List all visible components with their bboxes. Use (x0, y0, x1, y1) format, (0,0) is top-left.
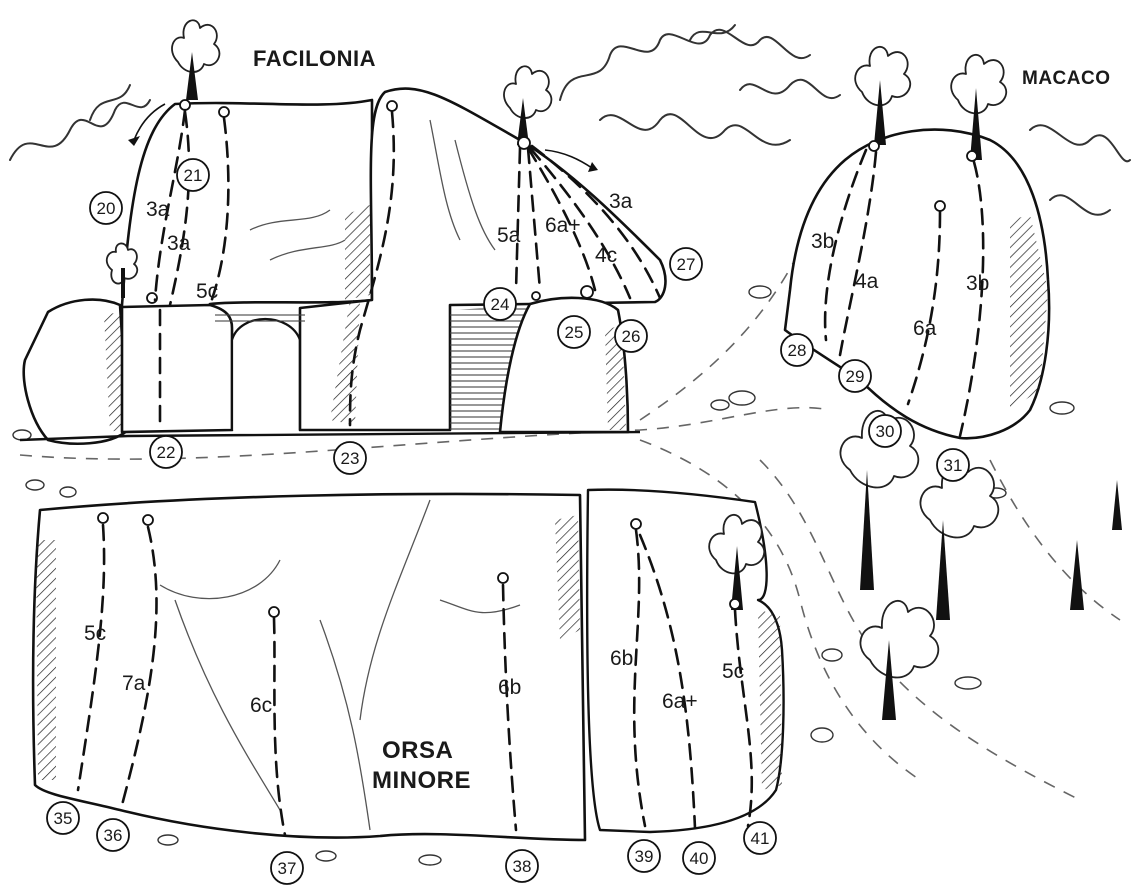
route-marker-35: 35 (47, 802, 79, 834)
route-marker-37: 37 (271, 852, 303, 884)
grade-22: 5c (196, 280, 218, 303)
svg-text:38: 38 (513, 857, 532, 876)
svg-text:26: 26 (622, 327, 641, 346)
grade-38: 6b (498, 676, 521, 699)
route-marker-40: 40 (683, 842, 715, 874)
area-label-macaco: MACACO (1022, 68, 1111, 89)
grade-39: 6b (610, 647, 633, 670)
route-marker-39: 39 (628, 840, 660, 872)
grade-25: 6a+ (545, 214, 581, 237)
facilonia-boulder (24, 89, 666, 444)
grade-21: 3a (167, 232, 191, 255)
area-label-minore: MINORE (372, 767, 471, 794)
forest-trees (840, 411, 1122, 720)
svg-text:28: 28 (788, 341, 807, 360)
route-marker-20: 20 (90, 192, 122, 224)
svg-text:20: 20 (97, 199, 116, 218)
grade-29: 4a (855, 270, 879, 293)
route-marker-41: 41 (744, 822, 776, 854)
grade-24: 5a (497, 224, 521, 247)
svg-text:30: 30 (876, 422, 895, 441)
grade-36: 7a (122, 672, 146, 695)
area-label-facilonia: FACILONIA (253, 46, 376, 71)
svg-text:24: 24 (491, 295, 510, 314)
route-marker-21: 21 (177, 159, 209, 191)
svg-text:36: 36 (104, 826, 123, 845)
svg-text:23: 23 (341, 449, 360, 468)
area-label-orsa: ORSA (382, 737, 453, 764)
grade-26: 4c (595, 244, 617, 267)
grade-35: 5c (84, 622, 106, 645)
macaco-boulder (785, 130, 1049, 439)
svg-text:41: 41 (751, 829, 770, 848)
svg-text:37: 37 (278, 859, 297, 878)
route-marker-36: 36 (97, 819, 129, 851)
grade-31: 3b (966, 272, 989, 295)
grade-27: 3a (609, 190, 633, 213)
route-marker-27: 27 (670, 248, 702, 280)
route-marker-28: 28 (781, 334, 813, 366)
grade-20-upper: 3a (146, 198, 170, 221)
route-marker-29: 29 (839, 360, 871, 392)
grade-28: 3b (811, 230, 834, 253)
svg-text:29: 29 (846, 367, 865, 386)
grade-30: 6a (913, 317, 937, 340)
grade-41: 5c (722, 660, 744, 683)
facilonia-top-tree-2 (504, 66, 551, 145)
route-marker-23: 23 (334, 442, 366, 474)
svg-text:31: 31 (944, 456, 963, 475)
grade-40: 6a+ (662, 690, 698, 713)
route-marker-25: 25 (558, 316, 590, 348)
svg-text:35: 35 (54, 809, 73, 828)
route-marker-24: 24 (484, 288, 516, 320)
grade-37: 6c (250, 694, 272, 717)
svg-text:40: 40 (690, 849, 709, 868)
route-marker-38: 38 (506, 850, 538, 882)
route-marker-22: 22 (150, 436, 182, 468)
macaco-tree-1 (855, 47, 910, 145)
svg-text:27: 27 (677, 255, 696, 274)
svg-text:21: 21 (184, 166, 203, 185)
svg-text:22: 22 (157, 443, 176, 462)
svg-text:39: 39 (635, 847, 654, 866)
route-marker-31: 31 (937, 449, 969, 481)
route-marker-26: 26 (615, 320, 647, 352)
route-marker-30: 30 (869, 415, 901, 447)
facilonia-top-tree-1 (172, 20, 219, 100)
svg-text:25: 25 (565, 323, 584, 342)
